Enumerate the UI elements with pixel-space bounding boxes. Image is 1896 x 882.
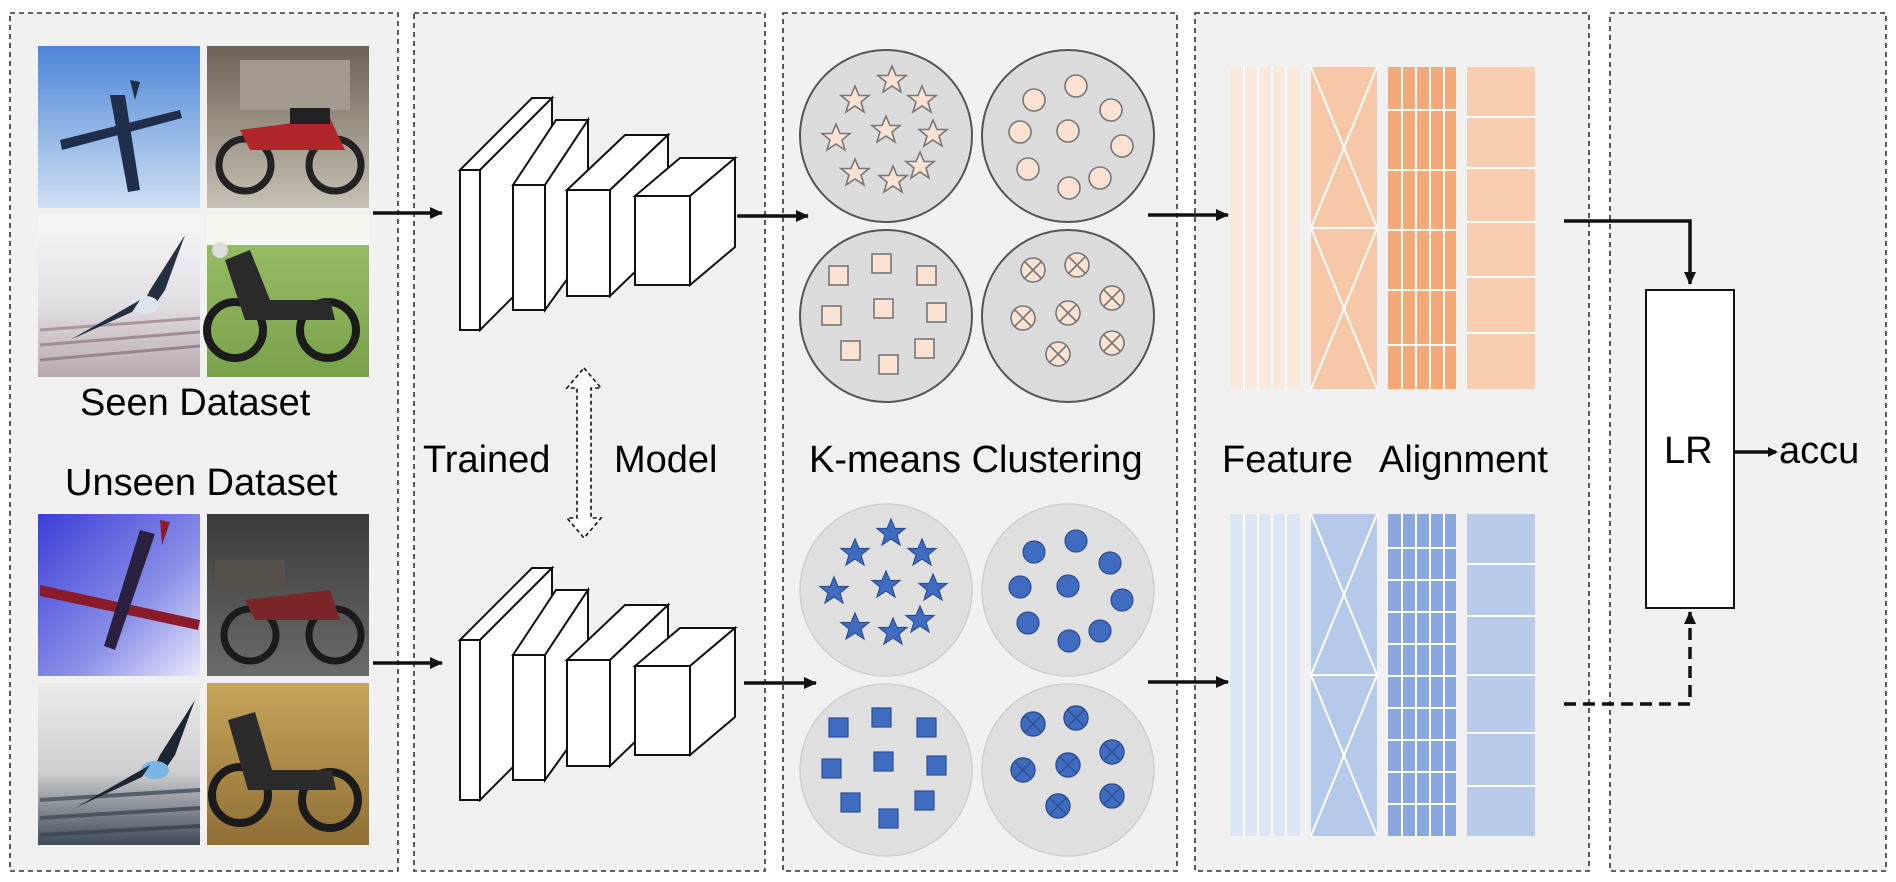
seen-star-cluster: [799, 49, 973, 223]
unseen-feature-map-4: [1467, 514, 1535, 836]
accu-label: accu: [1779, 430, 1859, 472]
kmeans-clustering-label: K-means Clustering: [809, 439, 1143, 481]
unseen-square-cluster: [799, 683, 973, 857]
seen-square-cluster: [799, 229, 973, 403]
unseen-moped-image: [207, 683, 369, 845]
unseen-feature-map-3: [1388, 514, 1456, 836]
lr-classifier-box: [1645, 289, 1735, 609]
model-label: Model: [614, 439, 718, 481]
arrow-seen-features-to-lr: [1564, 219, 1696, 285]
alignment-label: Alignment: [1379, 439, 1548, 481]
unseen-motorcycle-image: [207, 514, 369, 676]
seen-image-grid: [38, 46, 369, 377]
seen-circle-cluster: [981, 49, 1155, 223]
unseen-airplane-image: [38, 514, 200, 676]
seen-moped-image: [203, 215, 369, 377]
unseen-dataset-label: Unseen Dataset: [65, 462, 338, 504]
lr-label: LR: [1664, 430, 1713, 472]
trained-label: Trained: [423, 439, 550, 481]
seen-clusters: [799, 49, 1155, 403]
unseen-feature-map-2: [1309, 513, 1379, 837]
unseen-star-cluster: [799, 503, 973, 677]
model-top-network-icon: [457, 95, 738, 333]
shared-weights-double-arrow: [565, 366, 603, 540]
unseen-clusters: [799, 503, 1155, 857]
seen-airplane-image: [38, 46, 200, 208]
seen-bird-image: [38, 215, 201, 377]
seen-feature-maps: [1230, 66, 1535, 390]
seen-motorcycle-image: [207, 46, 369, 208]
unseen-feature-map-1: [1230, 514, 1300, 836]
seen-dataset-label: Seen Dataset: [80, 382, 311, 424]
seen-feature-map-4: [1467, 67, 1535, 389]
feature-label: Feature: [1222, 439, 1353, 481]
seen-feature-map-1: [1230, 67, 1300, 389]
unseen-feature-maps: [1230, 513, 1535, 837]
model-bottom-network-icon: [457, 565, 738, 803]
seen-feature-map-3: [1388, 67, 1456, 389]
arrow-unseen-features-to-lr: [1564, 611, 1696, 706]
seen-crossed-circle-cluster: [981, 229, 1155, 403]
unseen-image-grid: [38, 514, 369, 845]
unseen-crossed-circle-cluster: [981, 683, 1155, 857]
unseen-bird-image: [38, 683, 201, 845]
seen-feature-map-2: [1309, 66, 1379, 390]
unseen-circle-cluster: [981, 503, 1155, 677]
